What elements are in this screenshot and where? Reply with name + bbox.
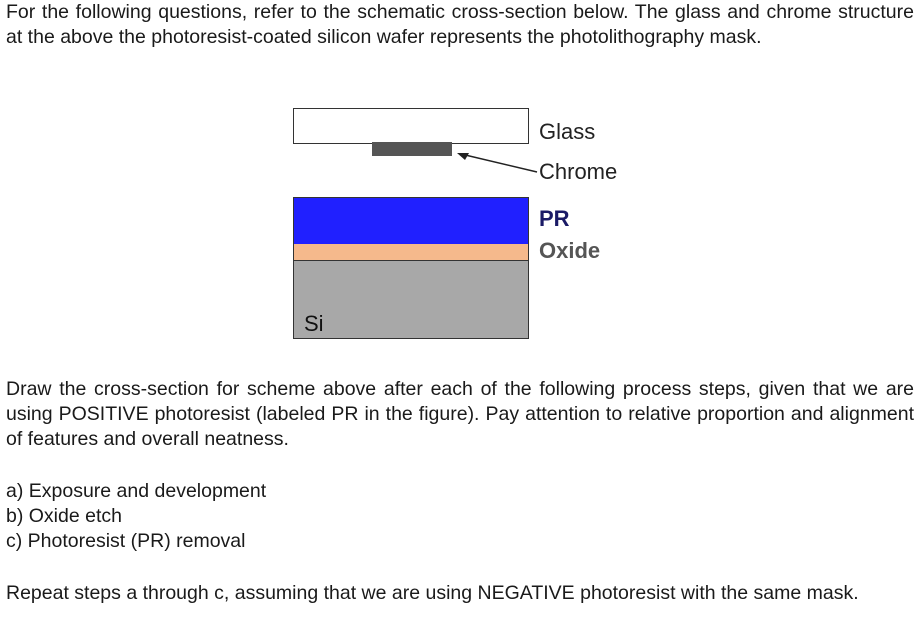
photoresist-layer <box>293 197 529 245</box>
step-a: a) Exposure and development <box>6 480 267 502</box>
si-label: Si <box>304 311 324 336</box>
step-b: b) Oxide etch <box>6 505 122 527</box>
silicon-substrate <box>293 260 529 339</box>
glass-plate <box>293 108 529 144</box>
step-c: c) Photoresist (PR) removal <box>6 530 246 552</box>
repeat-paragraph: Repeat steps a through c, assuming that … <box>6 582 859 604</box>
instructions-paragraph: Draw the cross-section for scheme above … <box>6 378 914 450</box>
chrome-feature <box>372 142 452 156</box>
chrome-pointer-arrow-icon <box>457 153 538 173</box>
oxide-layer <box>293 244 529 261</box>
chrome-label: Chrome <box>539 159 618 184</box>
glass-label: Glass <box>539 119 596 144</box>
intro-paragraph: For the following questions, refer to th… <box>6 1 914 48</box>
oxide-label: Oxide <box>539 238 601 263</box>
steps-list: a) Exposure and development b) Oxide etc… <box>6 479 914 554</box>
pr-label: PR <box>539 206 570 231</box>
